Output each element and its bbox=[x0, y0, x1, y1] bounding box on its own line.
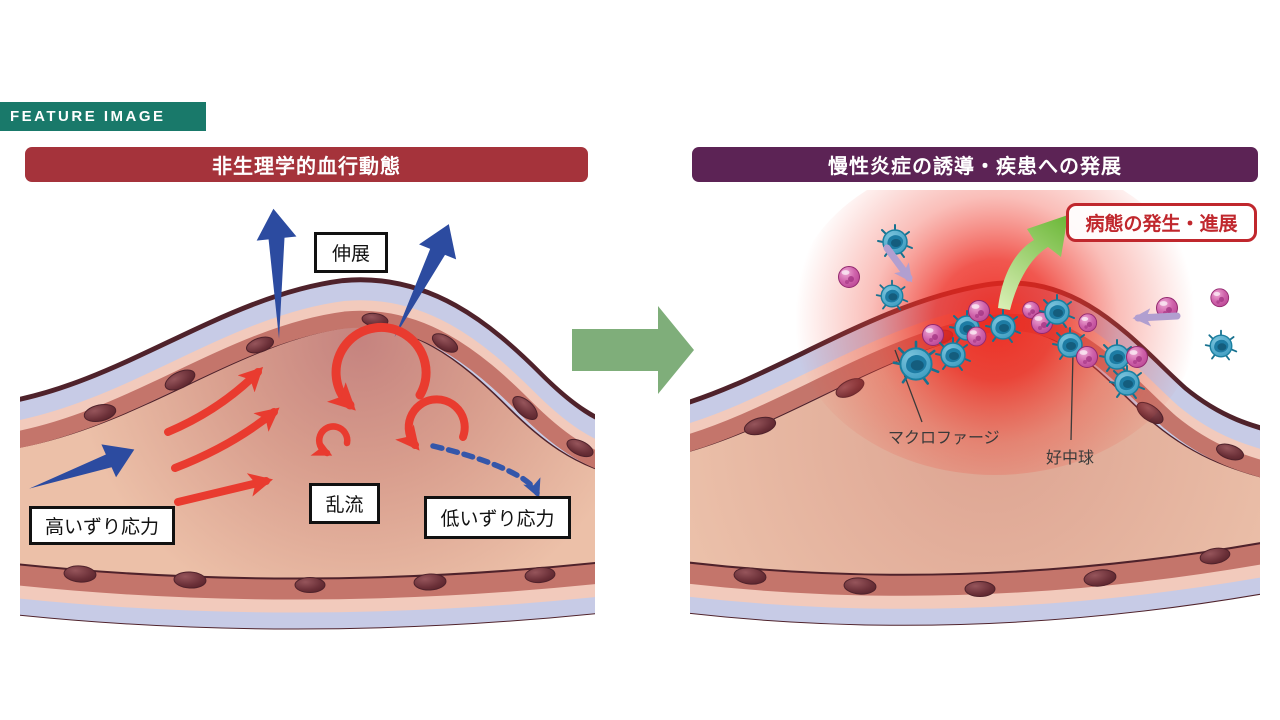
neutrophil-label: 好中球 bbox=[1046, 450, 1095, 467]
vortex-arrow-medium bbox=[395, 395, 469, 451]
left-panel-header-label: 非生理学的血行動態 bbox=[212, 156, 401, 178]
outcome-label: 病態の発生・進展 bbox=[1085, 214, 1238, 235]
stretch-label: 伸展 bbox=[331, 244, 370, 265]
turbulent-flow-arrows bbox=[164, 322, 469, 506]
outcome-swoosh-arrow bbox=[998, 215, 1068, 310]
right-vessel-illustration bbox=[690, 190, 1260, 626]
stretch-arrow-left bbox=[256, 208, 297, 339]
macrophage-icon bbox=[1204, 329, 1238, 361]
endothelial-cell-nuclei bbox=[63, 312, 594, 593]
low-shear-label: 低いずり応力 bbox=[440, 509, 555, 530]
turbulence-label-box: 乱流 bbox=[309, 483, 380, 524]
left-vessel-top-wall bbox=[20, 277, 595, 470]
left-vessel-illustration bbox=[20, 208, 595, 630]
outcome-label-box: 病態の発生・進展 bbox=[1066, 203, 1257, 242]
neutrophil-icon bbox=[838, 266, 860, 288]
feature-image-tag: FEATURE IMAGE bbox=[0, 102, 206, 131]
feature-image-label: FEATURE IMAGE bbox=[10, 108, 166, 125]
high-shear-label: 高いずり応力 bbox=[44, 517, 159, 538]
vortex-arrow-large bbox=[327, 322, 431, 411]
macrophage-label: マクロファージ bbox=[888, 430, 1000, 447]
leader-lines bbox=[894, 349, 1074, 441]
neutrophil-icon bbox=[968, 300, 990, 322]
neutrophil-icon bbox=[1078, 313, 1098, 333]
neutrophil-icon bbox=[1126, 346, 1148, 368]
right-panel-header-label: 慢性炎症の誘導・疾患への発展 bbox=[828, 156, 1122, 178]
transition-arrow bbox=[572, 306, 694, 394]
vortex-arrow-small bbox=[310, 423, 351, 457]
cell-migration-arrows bbox=[883, 244, 1181, 327]
neutrophil-icon bbox=[1076, 346, 1098, 368]
neutrophil-icon bbox=[966, 326, 987, 347]
turbulence-label: 乱流 bbox=[325, 495, 364, 516]
high-shear-flow-arrow bbox=[29, 444, 135, 489]
right-panel-header: 慢性炎症の誘導・疾患への発展 bbox=[692, 147, 1258, 182]
neutrophil-icon bbox=[1210, 288, 1230, 308]
low-shear-dashed-arrow bbox=[430, 443, 541, 499]
stretch-arrow-right bbox=[394, 224, 457, 338]
high-shear-label-box: 高いずり応力 bbox=[29, 506, 175, 545]
stretch-label-box: 伸展 bbox=[314, 232, 388, 273]
low-shear-label-box: 低いずり応力 bbox=[424, 496, 571, 539]
left-panel-header: 非生理学的血行動態 bbox=[25, 147, 588, 182]
